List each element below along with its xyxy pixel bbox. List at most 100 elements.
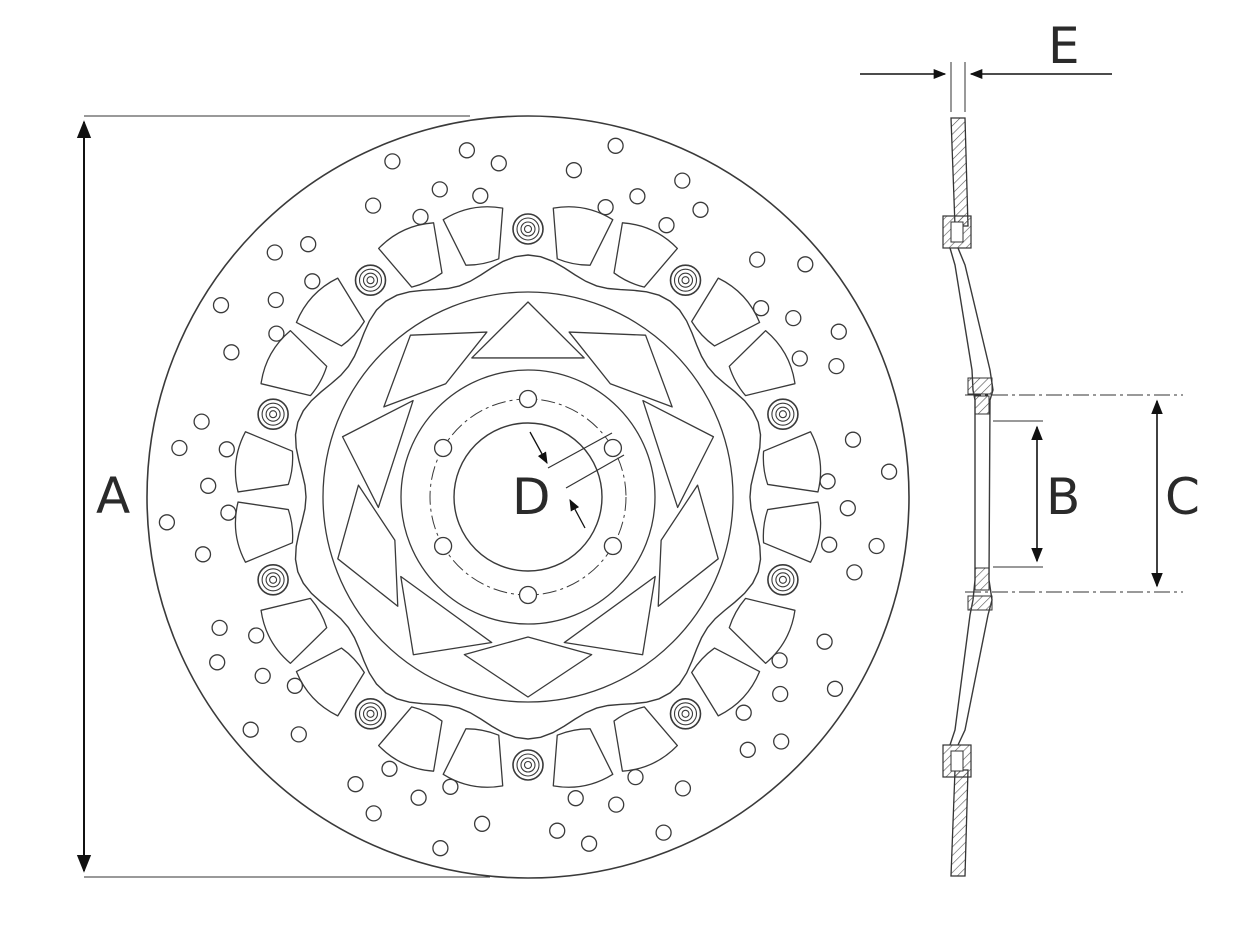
carrier-spoke-cutouts: [337, 301, 719, 698]
float-button-ring: [520, 221, 536, 237]
hub-bolt-holes: [433, 389, 623, 605]
float-button-ring: [775, 406, 791, 422]
float-button-ring: [269, 410, 278, 419]
rotor-slot: [613, 222, 679, 288]
float-button-ring: [265, 572, 281, 588]
drill-hole: [830, 323, 847, 340]
float-button-ring: [771, 402, 795, 426]
rotor-slot: [762, 501, 822, 563]
drill-hole: [828, 357, 845, 375]
drill-hole: [846, 564, 863, 581]
hub-bolt-hole: [603, 438, 623, 458]
drill-hole: [773, 733, 790, 750]
float-buttons: [257, 213, 799, 781]
float-button: [354, 697, 387, 730]
hub-bolt-hole: [518, 389, 538, 409]
drill-hole: [412, 208, 429, 226]
dimension-d-leader-2: [565, 454, 625, 489]
drill-hole: [458, 142, 476, 159]
float-button-ring: [673, 702, 698, 726]
float-button-ring: [771, 568, 795, 592]
drill-hole: [739, 741, 756, 758]
rotor-slots: [234, 206, 822, 788]
rotor-slot: [728, 597, 796, 664]
drill-hole: [772, 685, 789, 703]
dimension-a-label: A: [96, 467, 130, 525]
float-button-ring: [362, 706, 379, 722]
drill-hole: [381, 760, 398, 777]
rotor-slot: [260, 330, 328, 397]
dimension-c-label: C: [1165, 468, 1200, 526]
drill-hole: [304, 273, 321, 290]
float-button: [257, 398, 289, 431]
drill-hole: [432, 840, 449, 857]
drill-hole: [821, 536, 838, 553]
disc-side-view: B C E: [860, 17, 1200, 877]
rotor-slot: [377, 706, 443, 772]
drill-hole: [248, 627, 265, 644]
hub-bolt-hole: [433, 438, 453, 458]
carrier-outline: [294, 254, 762, 740]
dimension-d-leader: [547, 432, 613, 469]
drill-hole: [608, 796, 625, 813]
drill-hole: [212, 297, 230, 314]
rotor-slot: [728, 330, 796, 397]
drill-hole: [472, 187, 489, 204]
drill-hole: [267, 291, 284, 309]
float-button: [512, 749, 544, 781]
float-button: [669, 264, 702, 297]
spoke-cutout: [642, 399, 715, 509]
float-button: [669, 697, 702, 730]
hub-bolt-hole: [433, 536, 453, 556]
spoke-cutout: [463, 636, 593, 698]
drill-hole: [268, 325, 285, 342]
drill-hole: [844, 431, 862, 448]
drill-hole: [565, 162, 583, 179]
rotor-slot: [234, 501, 294, 563]
rotor-slot: [442, 728, 504, 788]
hub-edge-bottom: [967, 595, 993, 611]
drill-hole: [300, 236, 317, 253]
drill-hole: [567, 790, 584, 807]
drill-hole: [692, 201, 709, 218]
float-button-ring: [358, 268, 383, 292]
drill-hole: [364, 197, 382, 214]
float-button-ring: [261, 402, 285, 426]
drill-hole: [290, 726, 307, 743]
drill-hole: [365, 805, 382, 822]
center-bore: [453, 422, 603, 572]
drill-hole: [580, 835, 598, 852]
float-button-ring: [778, 575, 787, 584]
rotor-slot: [295, 277, 365, 347]
float-button: [257, 563, 289, 596]
rotor-slot: [442, 206, 504, 266]
hub-bolt-hole: [518, 585, 538, 605]
drill-hole: [193, 413, 210, 430]
drill-hole: [785, 309, 802, 327]
float-button: [767, 398, 799, 431]
drill-hole: [200, 477, 217, 494]
hub-section-top: [974, 395, 990, 415]
rotor-slot: [295, 647, 365, 717]
drill-hole: [880, 463, 898, 480]
drill-hole: [242, 721, 259, 738]
drill-hole: [223, 344, 240, 361]
drill-hole: [791, 350, 808, 367]
float-button-ring: [366, 276, 375, 285]
dimension-d-label: D: [512, 468, 551, 526]
spoke-cutout: [657, 484, 719, 607]
spoke-cutout: [337, 484, 399, 607]
drill-hole-pattern: [158, 137, 898, 857]
float-button-ring: [265, 406, 281, 422]
drill-hole: [752, 300, 770, 317]
drill-hole: [771, 652, 788, 669]
rotor-slot: [552, 206, 614, 266]
float-button-ring: [681, 276, 690, 285]
disc-front-view: D A: [76, 115, 910, 879]
drill-hole: [816, 633, 833, 650]
float-button-ring: [261, 568, 285, 592]
spoke-cutout: [400, 575, 493, 656]
drill-hole: [211, 619, 228, 637]
float-button-ring: [520, 757, 536, 773]
drill-hole: [597, 199, 614, 216]
